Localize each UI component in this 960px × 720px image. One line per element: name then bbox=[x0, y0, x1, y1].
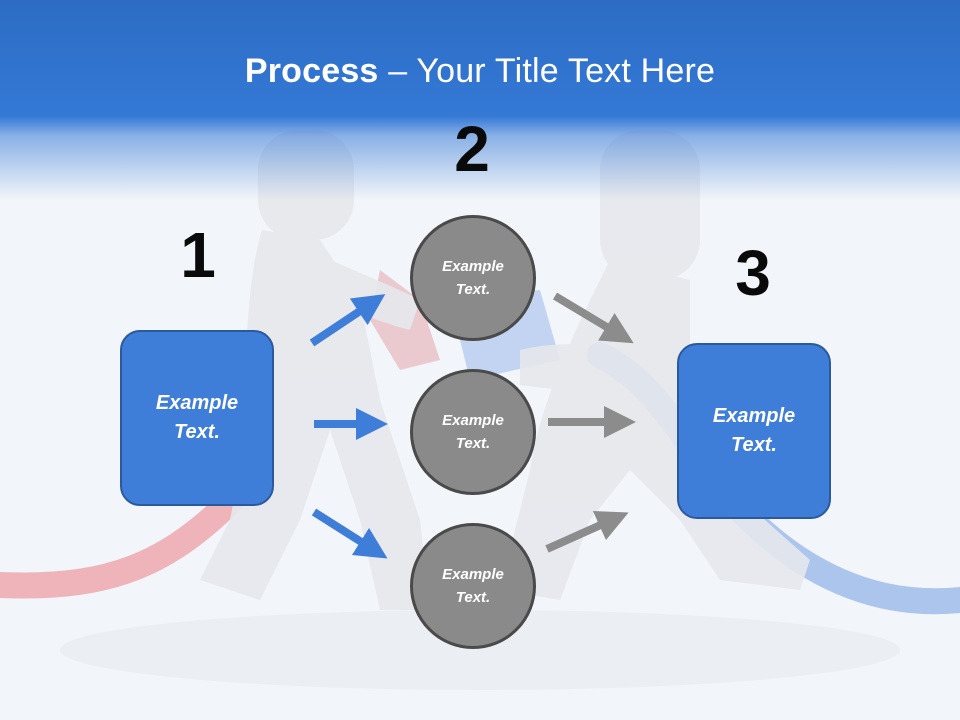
arrow-from-top-circle bbox=[552, 292, 634, 344]
step-number-1: 1 bbox=[180, 219, 216, 291]
arrow-from-bottom-circle bbox=[545, 510, 629, 553]
title-bold: Process bbox=[244, 52, 379, 90]
arrow-to-bottom-circle bbox=[311, 508, 388, 559]
step-number-3: 3 bbox=[735, 237, 771, 309]
step-number-2: 2 bbox=[454, 113, 490, 185]
header-band bbox=[0, 0, 960, 200]
slide-title: Process – Your Title Text Here bbox=[0, 52, 960, 91]
title-rest: – Your Title Text Here bbox=[378, 52, 716, 90]
arrow-to-top-circle bbox=[309, 294, 386, 347]
